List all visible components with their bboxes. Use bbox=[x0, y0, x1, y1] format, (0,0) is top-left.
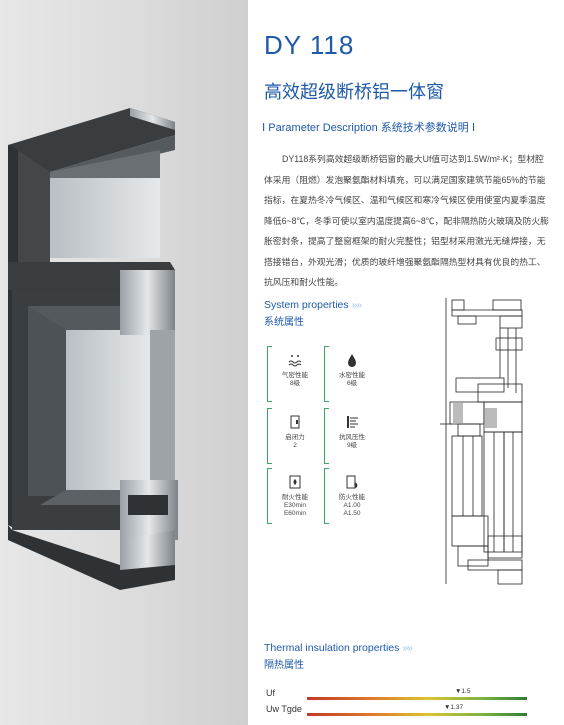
uw-marker: ▼1.37 bbox=[444, 704, 464, 711]
air-tightness-icon bbox=[288, 355, 302, 367]
prop-fire-resistance: 耐火性能 E30min E60min bbox=[267, 468, 331, 524]
uf-label: Uf bbox=[266, 688, 275, 698]
card-bracket bbox=[267, 408, 272, 464]
card-bracket bbox=[267, 468, 272, 524]
prop-label: 启闭力 2 bbox=[285, 434, 305, 449]
card-bracket bbox=[324, 468, 329, 524]
card-bracket bbox=[324, 408, 329, 464]
thermal-title-en: Thermal insulation properties bbox=[264, 642, 400, 654]
wind-pressure-icon bbox=[347, 416, 358, 428]
prop-water-tightness: 水密性能 6级 bbox=[324, 346, 388, 402]
thermal-title-cn: 隔热属性 bbox=[264, 660, 304, 671]
prop-wind-pressure: 抗风压性 9级 bbox=[324, 408, 388, 464]
arrows-icon: »» bbox=[402, 642, 413, 654]
water-tightness-icon bbox=[348, 354, 356, 367]
system-properties-title-cn: 系统属性 bbox=[264, 317, 304, 328]
card-bracket bbox=[267, 346, 272, 402]
prop-air-tightness: 气密性能 8级 bbox=[267, 346, 331, 402]
prop-label: 耐火性能 E30min E60min bbox=[282, 494, 308, 517]
prop-label: 气密性能 8级 bbox=[282, 372, 308, 387]
door-handle-icon bbox=[290, 415, 300, 429]
arrows-icon: »» bbox=[351, 299, 363, 311]
uf-marker: ▼1.5 bbox=[455, 688, 471, 695]
system-properties-title: System properties »» bbox=[264, 299, 363, 311]
prop-label: 抗风压性 9级 bbox=[339, 434, 365, 449]
window-render bbox=[8, 108, 178, 590]
prop-fire-rating: 防火性能 A1.00 A1.50 bbox=[324, 468, 388, 524]
uf-scale-bar bbox=[307, 697, 527, 700]
parameter-header: Ⅰ Parameter Description 系统技术参数说明 Ⅰ bbox=[262, 122, 476, 134]
card-bracket bbox=[324, 346, 329, 402]
thermal-title: Thermal insulation properties »» bbox=[264, 642, 413, 654]
uw-label: Uw Tgde bbox=[266, 704, 302, 714]
product-name: 高效超级断桥铝一体窗 bbox=[264, 82, 444, 102]
fire-rating-icon bbox=[346, 475, 358, 489]
prop-label: 防火性能 A1.00 A1.50 bbox=[339, 494, 365, 517]
prop-label: 水密性能 6级 bbox=[339, 372, 365, 387]
prop-operating-force: 启闭力 2 bbox=[267, 408, 331, 464]
fire-resistance-icon bbox=[289, 475, 301, 489]
product-description: DY118系列高效超级断桥铝窗的最大Uf值可达到1.5W/m²·K；型材腔体采用… bbox=[264, 154, 549, 287]
product-model: DY 118 bbox=[264, 30, 355, 60]
cross-section-drawing bbox=[440, 298, 523, 585]
uw-scale-bar bbox=[307, 713, 527, 716]
system-properties-title-en: System properties bbox=[264, 299, 349, 311]
